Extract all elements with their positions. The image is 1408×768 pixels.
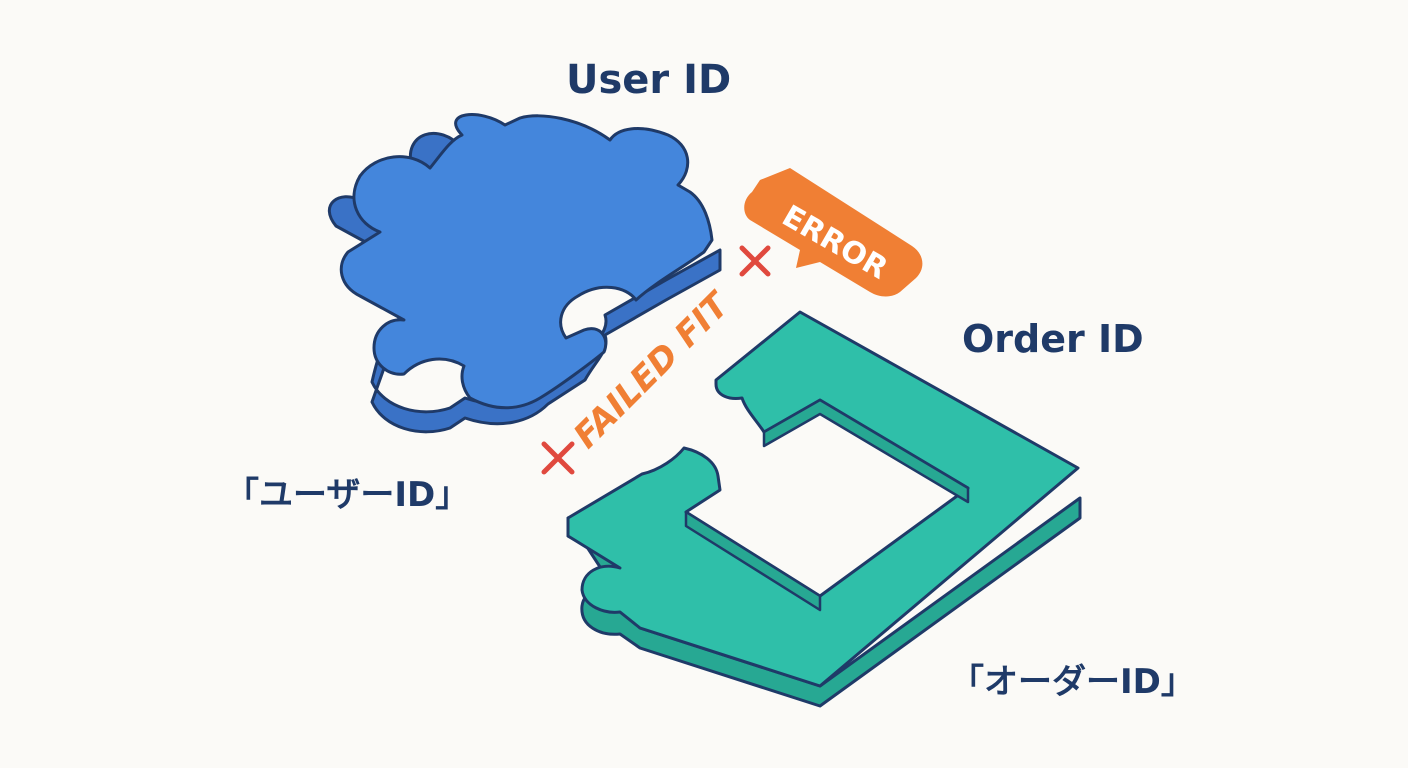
cross-mark-icon [541, 441, 575, 475]
cross-mark-icon [739, 245, 771, 277]
error-callout: ERROR [744, 168, 923, 297]
user-id-label: User ID [566, 57, 732, 103]
user-id-japanese-label: 「ユーザーID」 [225, 475, 470, 515]
order-piece-inner-wall-2 [684, 510, 822, 612]
error-callout-bubble [744, 168, 923, 297]
order-id-japanese-label: 「オーダーID」 [950, 662, 1195, 702]
order-piece-top [566, 310, 1080, 688]
user-id-puzzle-piece [327, 113, 722, 434]
order-piece-inner-wall [762, 398, 970, 504]
order-id-label: Order ID [962, 317, 1144, 361]
order-id-puzzle-piece [566, 310, 1082, 708]
user-piece-top [339, 113, 714, 410]
